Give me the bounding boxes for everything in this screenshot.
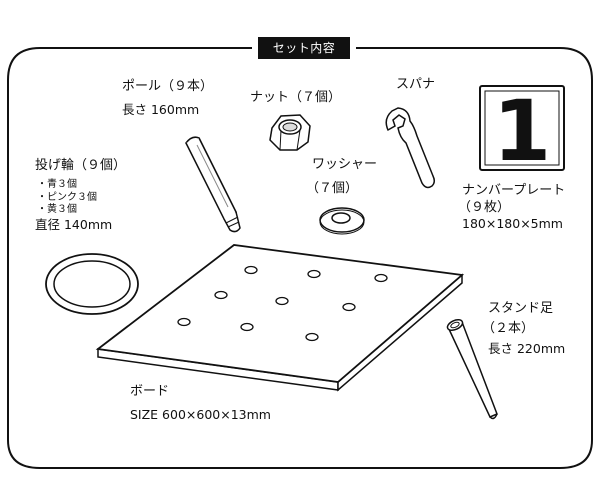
outer-frame [7, 47, 593, 469]
number-plate-size-label: 180×180×5mm [462, 216, 563, 231]
pole-name-label: ポール（９本） [122, 79, 214, 94]
number-plate-name-label: ナンバープレート [462, 183, 566, 198]
number-plate-illustration: 1 [479, 82, 565, 180]
rings-name-label: 投げ輪（９個） [35, 158, 127, 173]
nut-illustration [269, 114, 311, 151]
rings-size-label: 直径 140mm [35, 217, 113, 232]
stand-leg-count-label: （２本） [482, 321, 535, 336]
number-plate-count-label: （９枚） [458, 200, 511, 215]
stand-leg-name-label: スタンド足 [488, 301, 554, 316]
ring-illustration [45, 253, 139, 315]
board-size-label: SIZE 600×600×13mm [130, 407, 271, 422]
washer-name-label: ワッシャー [312, 157, 378, 172]
rings-color-blue: ・青３個 [37, 179, 77, 190]
pole-illustration [185, 136, 241, 233]
nut-name-label: ナット（７個） [250, 90, 342, 105]
rings-color-pink: ・ピンク３個 [37, 192, 97, 203]
rings-color-yellow: ・黄３個 [37, 204, 77, 215]
stand-leg-size-label: 長さ 220mm [488, 341, 566, 356]
spanner-illustration [385, 107, 436, 189]
number-plate-glyph: 1 [493, 82, 551, 180]
pole-size-label: 長さ 160mm [122, 102, 200, 117]
section-title-badge: セット内容 [258, 37, 350, 59]
spanner-name-label: スパナ [396, 77, 436, 92]
washer-illustration [319, 207, 365, 235]
stand-leg-illustration [446, 319, 498, 420]
board-name-label: ボード [130, 384, 170, 399]
washer-count-label: （７個） [306, 181, 359, 196]
board-illustration [95, 244, 465, 392]
